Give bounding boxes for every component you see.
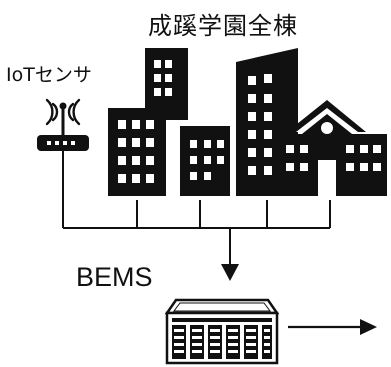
network-lines: [62, 151, 331, 266]
server-icon: [164, 298, 280, 365]
campus-title: 成蹊学園全棟: [148, 12, 298, 40]
bems-label: BEMS: [76, 262, 153, 292]
wifi-router-icon: [37, 98, 89, 151]
arrow-down-icon: [221, 264, 239, 281]
arrow-right-icon: [288, 319, 377, 335]
iot-sensor-label: IoTセンサ: [6, 64, 92, 86]
buildings-icon: [108, 48, 387, 196]
